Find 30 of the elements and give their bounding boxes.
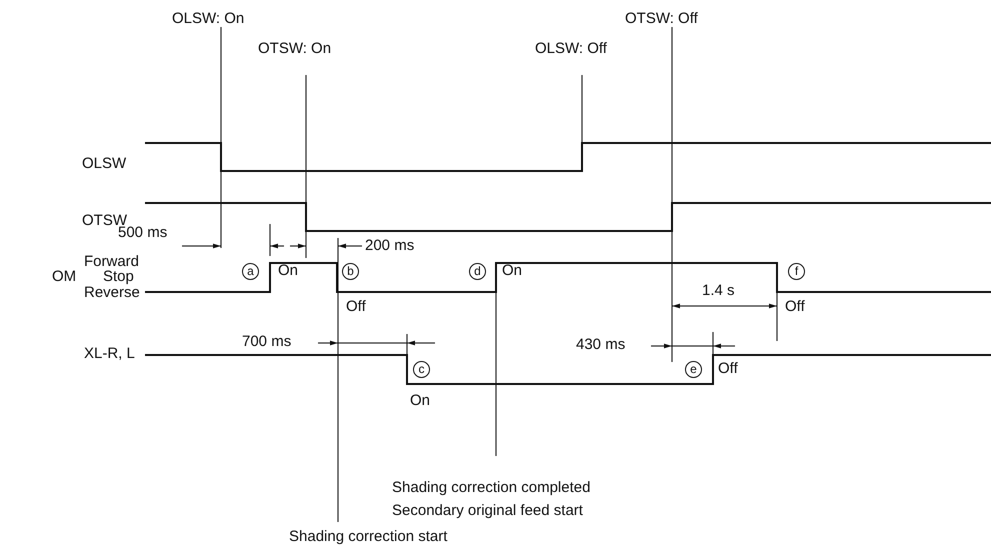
- timing-label: OLSW: On: [172, 10, 244, 27]
- timing-label: On: [502, 262, 522, 279]
- timing-label: 200 ms: [365, 237, 414, 254]
- timing-label: OLSW: Off: [535, 40, 607, 57]
- timing-label: 700 ms: [242, 333, 292, 350]
- timing-label: 1.4 s: [702, 282, 735, 299]
- event-marker: d: [469, 263, 486, 280]
- event-marker: b: [342, 263, 359, 280]
- timing-label: Reverse: [84, 284, 140, 301]
- event-marker: c: [413, 361, 430, 378]
- timing-label: On: [410, 392, 430, 409]
- event-marker: a: [242, 263, 259, 280]
- timing-label: Forward: [84, 253, 140, 270]
- event-marker: f: [788, 263, 805, 280]
- timing-label: Stop: [103, 268, 134, 285]
- timing-label: 500 ms: [118, 224, 168, 241]
- timing-label: Shading correction start: [289, 528, 448, 545]
- timing-label: Off: [785, 298, 805, 315]
- timing-label: OTSW: On: [258, 40, 332, 57]
- timing-label: Off: [718, 360, 738, 377]
- event-marker: e: [685, 361, 702, 378]
- timing-label: XL-R, L: [84, 345, 135, 362]
- timing-label: OLSW: [82, 155, 126, 172]
- timing-label: OTSW: Off: [625, 10, 698, 27]
- timing-label: OM: [52, 268, 76, 285]
- timing-label: Secondary original feed start: [392, 502, 583, 519]
- timing-label: Shading correction completed: [392, 479, 590, 496]
- timing-label: 430 ms: [576, 336, 626, 353]
- timing-label: On: [278, 262, 298, 279]
- timing-label: Off: [346, 298, 366, 315]
